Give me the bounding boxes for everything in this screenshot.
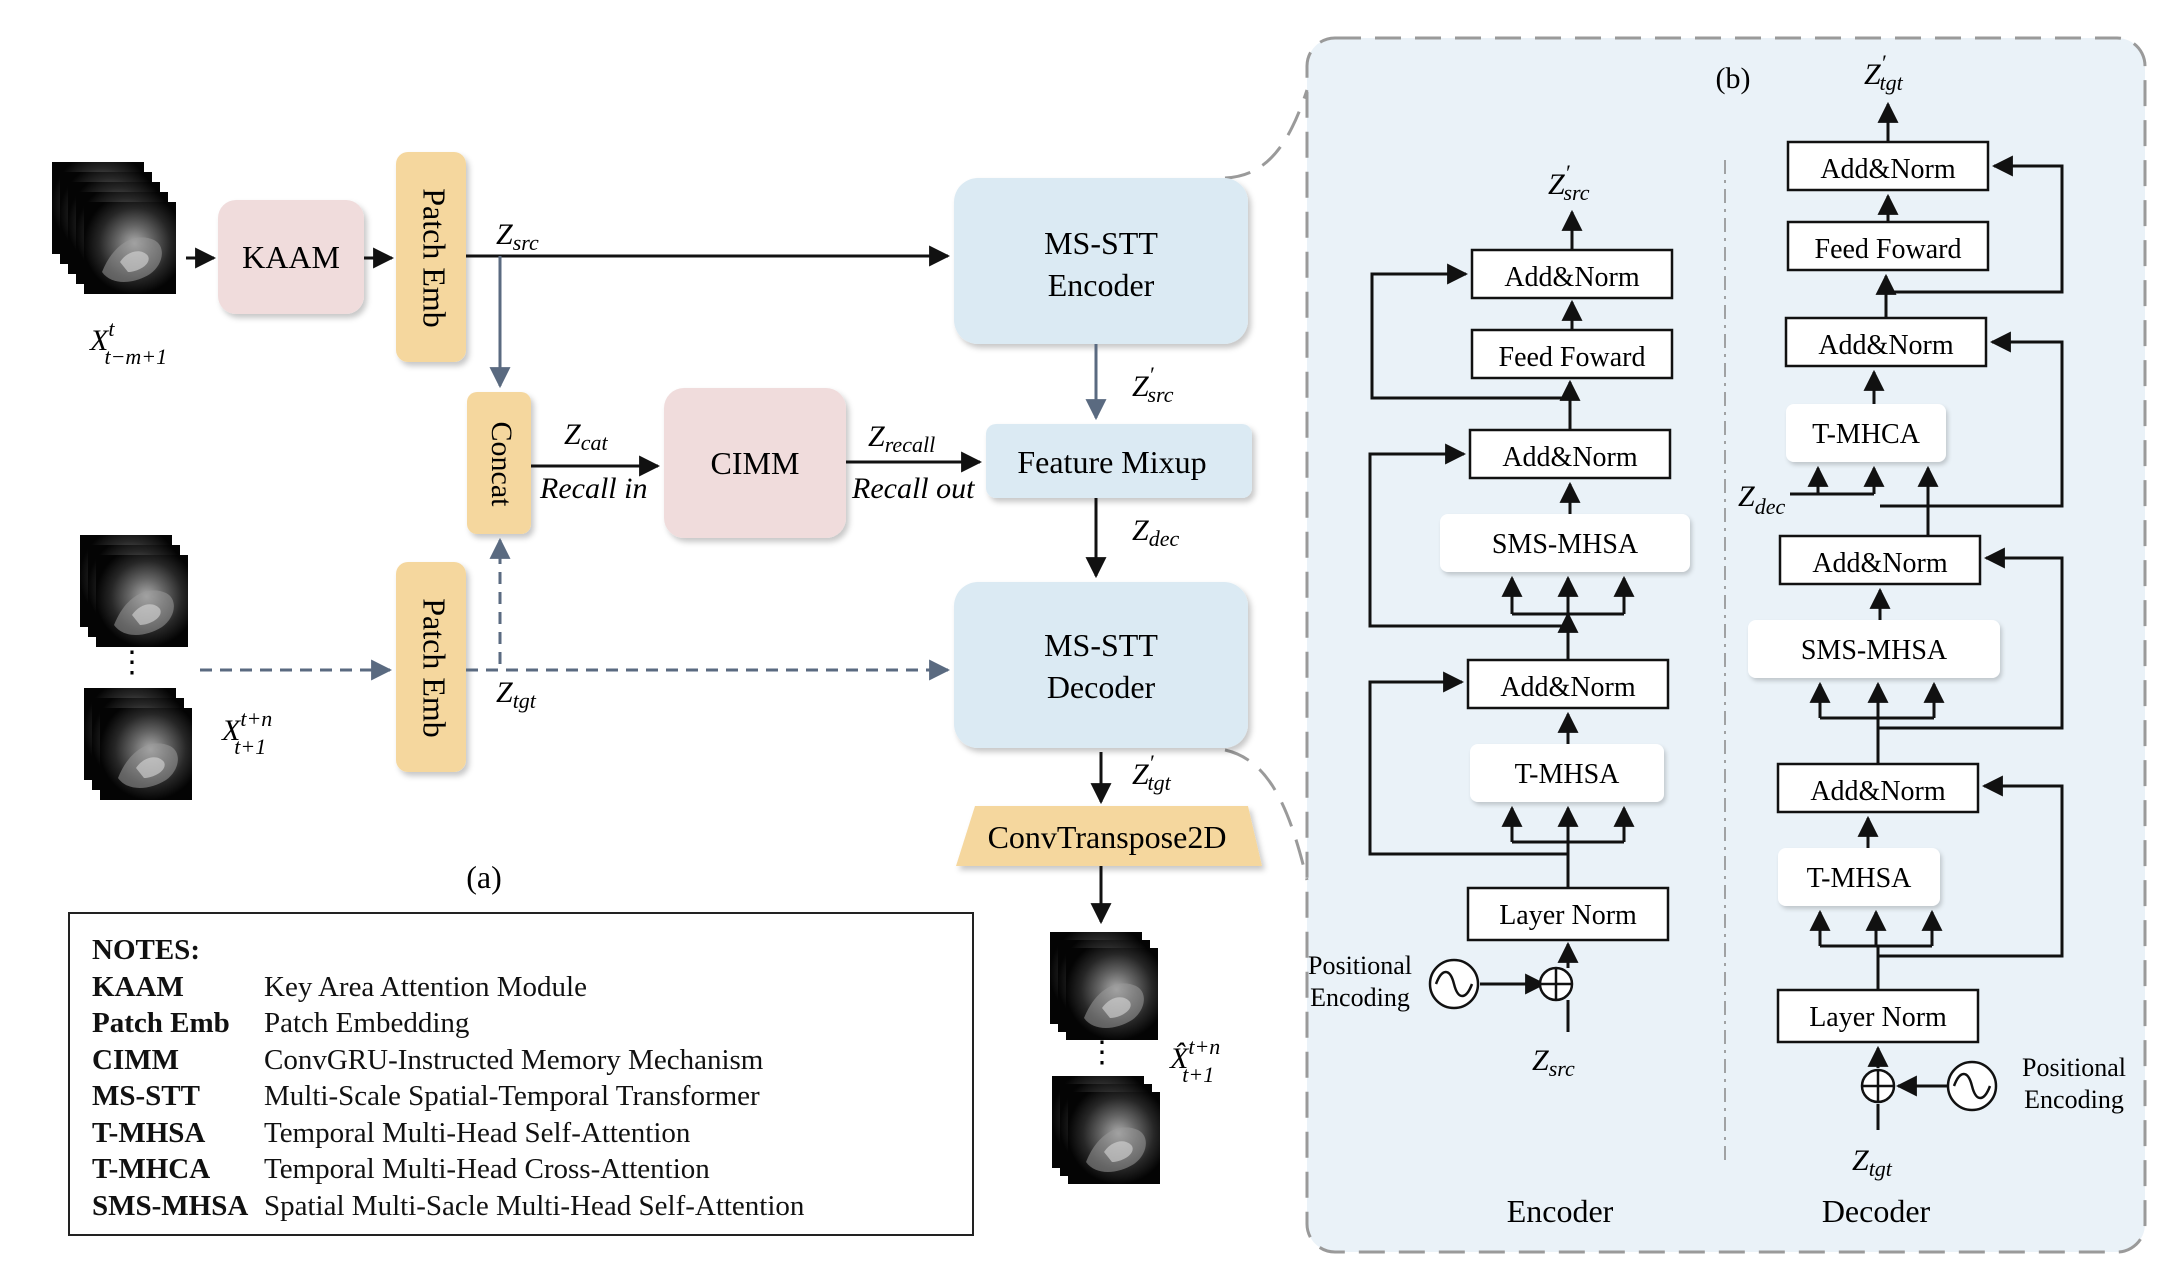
encoder-title: Encoder <box>1507 1193 1614 1229</box>
z-recall-label: Zrecall <box>868 420 935 457</box>
feature-mixup-label: Feature Mixup <box>1017 444 1206 480</box>
panel-a-caption: (a) <box>466 859 502 895</box>
svg-text:Add&Norm: Add&Norm <box>1820 154 1956 185</box>
concat-block <box>467 392 531 534</box>
svg-text:Encoding: Encoding <box>2024 1085 2124 1114</box>
z-tgt-prime-label: Z′tgt <box>1132 750 1172 795</box>
dec-t-mhca <box>1786 404 1946 462</box>
ms-stt-decoder-block <box>954 582 1248 748</box>
zoom-connector-top <box>1224 89 1309 180</box>
svg-text:Layer Norm: Layer Norm <box>1809 1002 1947 1033</box>
svg-text:Positional: Positional <box>1308 951 1412 980</box>
enc-feed-forward <box>1470 328 1674 380</box>
dec-t-mhsa <box>1778 848 1940 906</box>
svg-text:Encoding: Encoding <box>1310 983 1410 1012</box>
z-dec-label: Zdec <box>1132 514 1179 551</box>
dec-add-norm-4 <box>1786 140 1990 192</box>
input-frames-top <box>52 162 176 294</box>
dec-cross-input-label: Zdec <box>1738 480 1785 519</box>
panel-b-caption: (b) <box>1716 62 1751 95</box>
enc-t-mhsa <box>1470 744 1664 802</box>
encoder-label-line2: Encoder <box>1048 267 1155 303</box>
svg-text:Positional: Positional <box>2022 1053 2126 1082</box>
svg-text:Add&Norm: Add&Norm <box>1818 330 1954 361</box>
feature-mixup-block <box>986 424 1252 498</box>
decoder-label-line2: Decoder <box>1047 669 1156 705</box>
kaam-block <box>218 200 364 314</box>
panel-b <box>1305 36 2147 1254</box>
dec-input-label: Ztgt <box>1852 1144 1893 1181</box>
svg-text:Add&Norm: Add&Norm <box>1810 776 1946 807</box>
output-ellipsis: ⋮ <box>1087 1036 1117 1069</box>
svg-text:T-MHCA: T-MHCA <box>1812 419 1921 450</box>
enc-input-label: Zsrc <box>1532 1044 1575 1081</box>
patch-emb-top-block <box>396 152 466 362</box>
enc-output-label: Z′src <box>1548 160 1590 205</box>
svg-text:Feed Foward: Feed Foward <box>1815 234 1962 265</box>
decoder-label-line1: MS-STT <box>1044 627 1158 663</box>
enc-sms-mhsa <box>1440 514 1690 572</box>
svg-text:Feed Foward: Feed Foward <box>1499 342 1646 373</box>
dec-layer-norm <box>1776 988 1980 1044</box>
svg-text:SMS-MHSA: SMS-MHSA <box>1492 529 1639 560</box>
input-ellipsis: ⋮ <box>117 646 147 679</box>
svg-text:Add&Norm: Add&Norm <box>1502 442 1638 473</box>
recall-in-label: Recall in <box>539 472 647 505</box>
encoder-label-line1: MS-STT <box>1044 225 1158 261</box>
svg-text:Add&Norm: Add&Norm <box>1812 548 1948 579</box>
svg-text:SMS-MHSA: SMS-MHSA <box>1801 635 1948 666</box>
z-src-label: Zsrc <box>496 218 539 255</box>
decoder-column: Add&Norm Feed Foward Add&Norm T-MHCA Add… <box>1738 50 2126 1229</box>
dec-add-norm-2 <box>1778 534 1982 586</box>
svg-text:T-MHSA: T-MHSA <box>1807 863 1913 894</box>
z-tgt-label: Ztgt <box>496 676 537 713</box>
svg-text:Add&Norm: Add&Norm <box>1500 672 1636 703</box>
kaam-label: KAAM <box>242 239 340 275</box>
concat-label: Concat <box>485 422 518 508</box>
patch-emb-top-label: Patch Emb <box>417 188 453 328</box>
dec-sms-mhsa <box>1748 620 2000 678</box>
notes-title: NOTES: <box>92 934 200 966</box>
svg-text:Add&Norm: Add&Norm <box>1504 262 1640 293</box>
conv-transpose-label: ConvTranspose2D <box>988 819 1227 855</box>
conv-transpose-block <box>956 806 1262 866</box>
dec-output-label: Z′tgt <box>1864 50 1904 95</box>
cimm-block <box>664 388 846 538</box>
zoom-connector-bottom <box>1224 748 1309 881</box>
dec-add-norm-3 <box>1784 316 1988 368</box>
panel-a-arrows <box>186 245 1112 925</box>
svg-text:T-MHSA: T-MHSA <box>1515 759 1621 790</box>
cimm-label: CIMM <box>711 445 800 481</box>
dec-feed-forward <box>1786 220 1990 272</box>
encoder-column: Add&Norm Feed Foward Add&Norm SMS-MHSA A… <box>1308 160 1690 1229</box>
z-src-prime-label: Z′src <box>1132 362 1174 407</box>
enc-add-norm-1 <box>1466 658 1670 710</box>
patch-emb-bottom-block <box>396 562 466 772</box>
ms-stt-encoder-block <box>954 178 1248 344</box>
panel-a-dashed-arrows <box>200 256 1107 681</box>
z-cat-label: Zcat <box>564 418 608 455</box>
recall-out-label: Recall out <box>851 472 975 505</box>
decoder-title: Decoder <box>1822 1193 1931 1229</box>
patch-emb-bottom-label: Patch Emb <box>417 598 453 738</box>
svg-text:Layer Norm: Layer Norm <box>1499 900 1637 931</box>
enc-add-norm-2 <box>1468 428 1672 480</box>
